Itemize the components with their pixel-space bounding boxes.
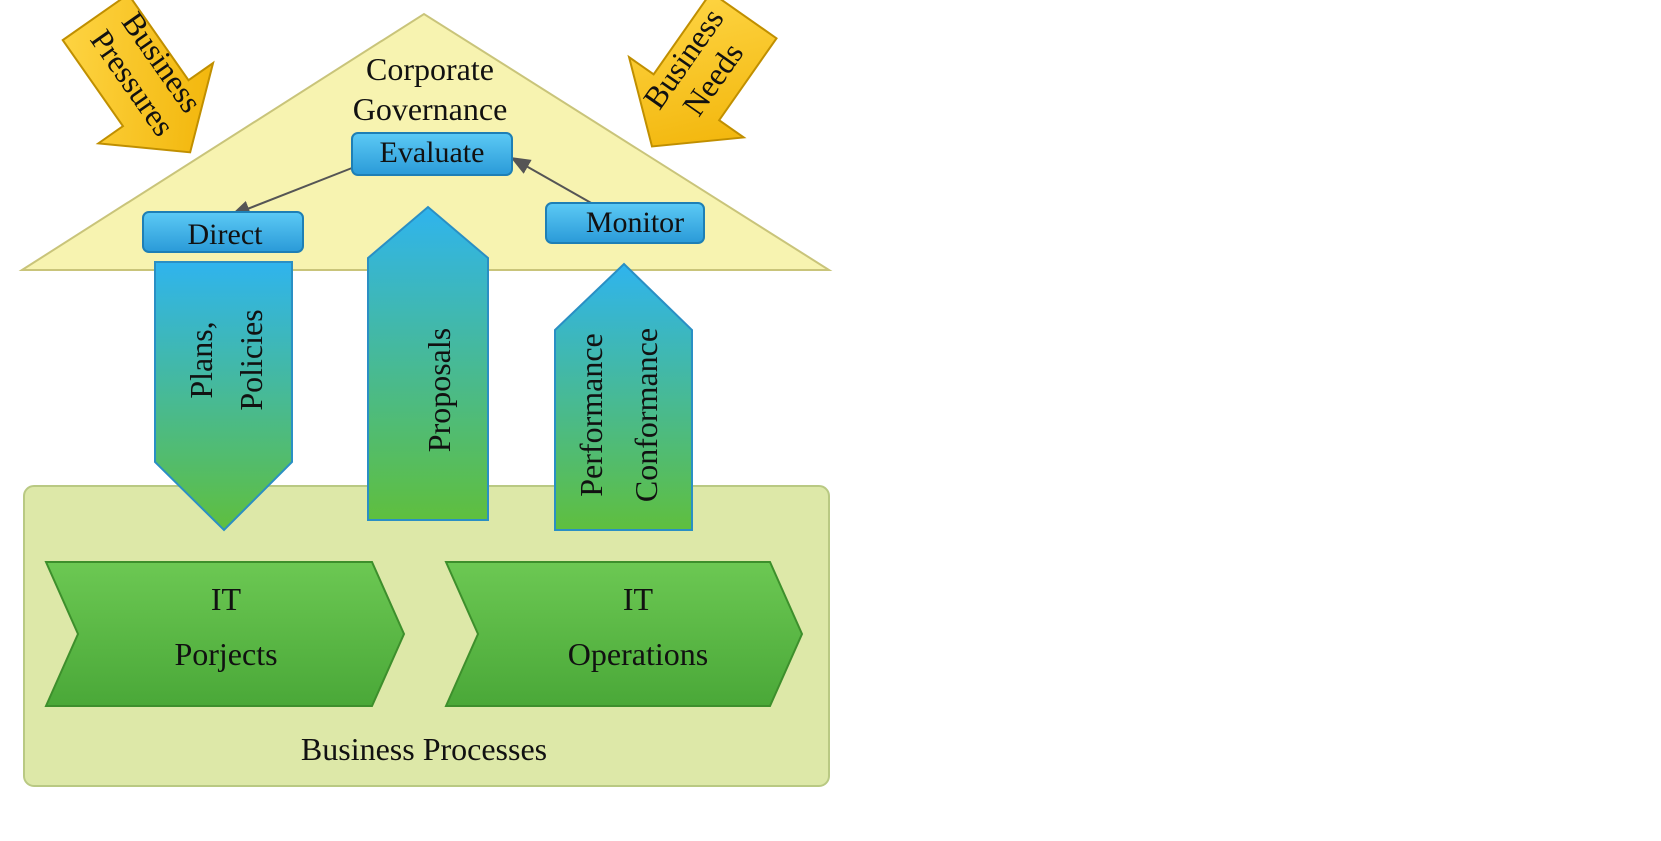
- performance-label: Performance: [573, 333, 609, 496]
- business-pressures-arrow: Business Pressures: [61, 0, 215, 154]
- evaluate-box: Evaluate: [351, 132, 513, 176]
- it-operations-line2: Operations: [568, 636, 708, 672]
- performance-conformance-arrow: Performance Conformance: [554, 262, 693, 531]
- it-operations-chevron: IT Operations: [444, 561, 804, 707]
- monitor-label: Monitor: [586, 206, 684, 239]
- proposals-label: Proposals: [421, 328, 457, 452]
- monitor-box: Monitor: [545, 202, 705, 244]
- business-processes-label: Business Processes: [301, 731, 547, 767]
- evaluate-label: Evaluate: [380, 136, 485, 169]
- it-operations-line1: IT: [623, 581, 654, 617]
- it-projects-line1: IT: [211, 581, 242, 617]
- plans-label-line1: Plans,: [183, 321, 219, 398]
- direct-label: Direct: [188, 218, 264, 251]
- evaluate-to-direct-connector: [230, 167, 353, 216]
- plans-label-line2: Policies: [233, 309, 269, 410]
- conformance-label: Conformance: [628, 328, 664, 502]
- proposals-arrow: Proposals: [367, 205, 489, 521]
- direct-box: Direct: [142, 211, 304, 253]
- it-projects-chevron: IT Porjects: [44, 561, 406, 707]
- it-projects-line2: Porjects: [174, 636, 277, 672]
- monitor-to-evaluate-connector: [510, 157, 601, 209]
- roof-title-line1: Corporate: [366, 51, 494, 87]
- roof-title-line2: Governance: [353, 91, 508, 127]
- plans-policies-arrow: Plans, Policies: [154, 261, 293, 532]
